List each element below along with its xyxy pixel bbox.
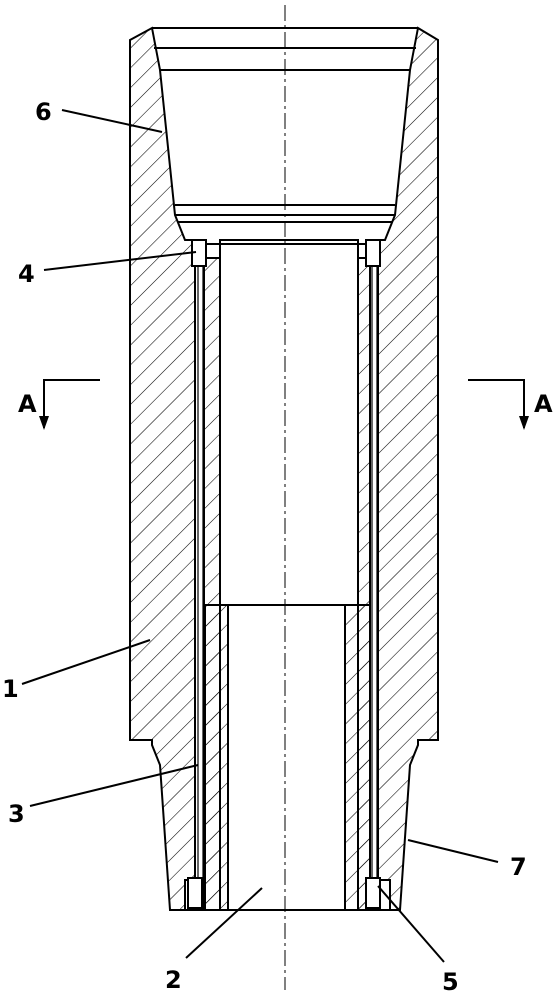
- seal-bottom-right: [365, 877, 381, 909]
- section-marker-left: [39, 379, 100, 430]
- seal-bottom-left: [187, 877, 203, 909]
- section-marker-right: [468, 379, 529, 430]
- outer-body-left-section: [129, 26, 196, 911]
- section-label-left: A: [18, 390, 37, 418]
- leader-6: [61, 109, 163, 133]
- leader-4: [43, 251, 197, 271]
- upper-chamber: [219, 239, 359, 606]
- seal-top-right: [365, 239, 381, 267]
- label-part-2: 2: [165, 966, 182, 994]
- leader-3: [29, 764, 199, 807]
- label-part-4: 4: [18, 260, 35, 288]
- leader-2: [185, 887, 263, 959]
- leader-1: [21, 639, 151, 685]
- label-part-6: 6: [35, 98, 52, 126]
- label-part-3: 3: [8, 800, 25, 828]
- section-label-right: A: [534, 390, 553, 418]
- outer-body-right-section: [377, 26, 439, 911]
- inner-sleeve-lower-right: [344, 604, 371, 911]
- leader-5: [377, 885, 445, 963]
- label-part-7: 7: [510, 853, 527, 881]
- leader-7: [407, 839, 499, 863]
- label-part-1: 1: [2, 675, 19, 703]
- label-part-5: 5: [442, 968, 459, 996]
- inner-sleeve-lower-left: [204, 604, 229, 911]
